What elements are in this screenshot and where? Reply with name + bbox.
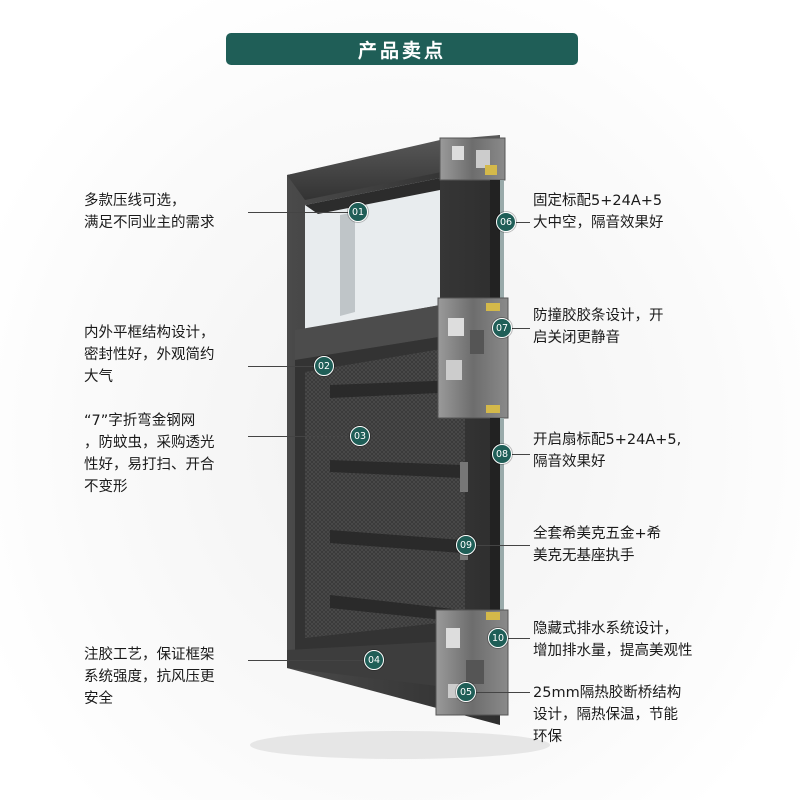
feature-07-text: 防撞胶胶条设计，开 启关闭更静音 [533, 308, 664, 346]
upper-glass-opening [305, 178, 440, 330]
transom [295, 300, 470, 360]
floor-shadow [250, 731, 550, 759]
section-title: 产品卖点 [357, 39, 446, 62]
section-title-bar: 产品卖点 [226, 33, 578, 65]
feature-01-leader [248, 212, 348, 213]
feature-03-badge: 03 [350, 426, 370, 446]
feature-03-leader [248, 436, 350, 437]
screen-mesh [305, 345, 465, 638]
feature-08-badge: 08 [492, 444, 512, 464]
feature-05-badge: 05 [456, 682, 476, 702]
cross-section-profile [435, 137, 509, 716]
feature-08-leader [512, 454, 530, 455]
feature-04-badge: 04 [364, 650, 384, 670]
feature-06-badge: 06 [496, 212, 516, 232]
feature-04-text: 注胶工艺，保证框架 系统强度，抗风压更 安全 [84, 647, 215, 707]
feature-06-text: 固定标配5+24A+5 大中空，隔音效果好 [533, 193, 664, 231]
feature-02-text: 内外平框结构设计， 密封性好，外观简约 大气 [84, 325, 215, 385]
feature-09-text: 全套希美克五金+希 美克无基座执手 [533, 526, 662, 564]
feature-10-badge: 10 [488, 628, 508, 648]
feature-10-leader [508, 638, 530, 639]
feature-01-badge: 01 [348, 202, 368, 222]
feature-01-text: 多款压线可选， 满足不同业主的需求 [84, 193, 215, 231]
feature-09-badge: 09 [456, 535, 476, 555]
feature-06-leader [516, 222, 530, 223]
upper-pressing-strip [340, 212, 355, 316]
mesh-bars [330, 380, 462, 622]
feature-02-badge: 02 [314, 356, 334, 376]
feature-05-leader [476, 692, 530, 693]
feature-02-leader [248, 366, 314, 367]
feature-03-text: “7”字折弯金钢网 ，防蚊虫，采购透光 性好，易打扫、开合 不变形 [84, 413, 215, 495]
feature-09-leader [476, 545, 530, 546]
feature-04-leader [248, 660, 364, 661]
feature-08-text: 开启扇标配5+24A+5, 隔音效果好 [533, 432, 682, 470]
feature-07-badge: 07 [492, 318, 512, 338]
feature-07-leader [512, 328, 530, 329]
feature-10-text: 隐藏式排水系统设计， 增加排水量，提高美观性 [533, 621, 693, 659]
feature-05-text: 25mm隔热胶断桥结构 设计，隔热保温，节能 环保 [533, 685, 682, 745]
